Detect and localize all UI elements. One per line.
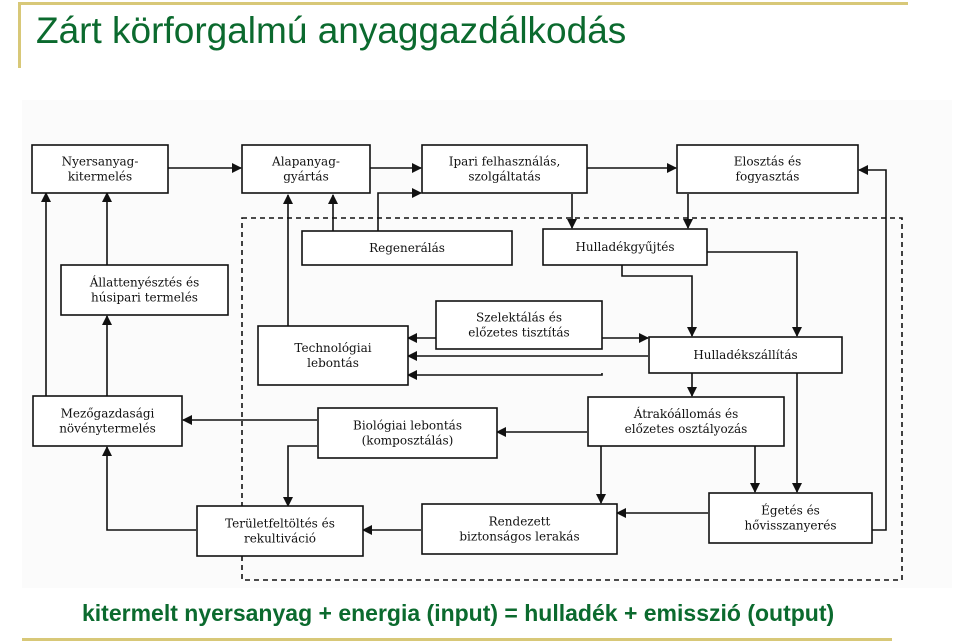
- node-label: Biológiai lebontás: [353, 419, 462, 433]
- node-hulladekszallitas: Hulladékszállítás: [648, 336, 843, 374]
- node-label: gyártás: [283, 170, 329, 184]
- node-label: Átrakóállomás és: [633, 406, 738, 421]
- node-box: [587, 396, 785, 447]
- node-box: [317, 407, 498, 459]
- footer-accent-line: [22, 638, 892, 641]
- nodes: Nyersanyag-kitermelés Alapanyag-gyártás Ip…: [31, 144, 873, 557]
- node-label: előzetes tisztítás: [468, 326, 569, 340]
- node-label: Regenerálás: [369, 241, 445, 255]
- node-label: Elosztás és: [734, 155, 802, 169]
- node-box: [301, 230, 513, 266]
- node-box: [421, 144, 588, 194]
- title-accent-line: [18, 2, 908, 5]
- arrow-terulet-mezogazdasagi: [102, 446, 196, 531]
- node-biologiai: Biológiai lebontás(komposztálás): [317, 407, 498, 459]
- balance-equation: kitermelt nyersanyag + energia (input) =…: [82, 600, 835, 626]
- arrow-gyujtes-szallitas-2: [707, 251, 802, 337]
- arrow-szallitas-technologiai-b: [407, 370, 603, 380]
- node-label: Égetés és: [761, 503, 820, 518]
- node-label: előzetes osztályozás: [625, 422, 748, 436]
- connectors: [41, 163, 887, 535]
- node-label: fogyasztás: [736, 170, 800, 184]
- node-label: Hulladékszállítás: [693, 348, 797, 362]
- node-box: [32, 395, 183, 447]
- arrow-biologiai-terulet: [283, 445, 317, 507]
- node-label: kitermelés: [68, 170, 132, 184]
- node-box: [31, 144, 169, 194]
- node-label: (komposztálás): [362, 434, 454, 448]
- node-box: [435, 300, 603, 350]
- node-label: hővisszanyerés: [745, 519, 837, 533]
- node-box: [542, 228, 708, 266]
- node-nyersanyag: Nyersanyag-kitermelés: [31, 144, 169, 194]
- node-label: biztonságos lerakás: [459, 530, 579, 544]
- node-hulladekgyujtes: Hulladékgyűjtés: [542, 228, 708, 266]
- system-boundary: [241, 217, 903, 581]
- node-box: [421, 503, 618, 555]
- node-box: [241, 144, 371, 194]
- node-label: szolgáltatás: [468, 170, 540, 184]
- node-alapanyag: Alapanyag-gyártás: [241, 144, 371, 194]
- node-box: [648, 336, 843, 374]
- node-label: Rendezett: [489, 515, 551, 529]
- node-label: Hulladékgyűjtés: [575, 240, 674, 254]
- node-box: [708, 492, 873, 544]
- node-label: Mezőgazdasági: [61, 407, 155, 421]
- node-label: Ipari felhasználás,: [449, 155, 561, 169]
- node-box: [257, 325, 409, 386]
- node-label: Állattenyésztés és: [89, 275, 200, 290]
- node-ipari: Ipari felhasználás,szolgáltatás: [421, 144, 588, 194]
- node-label: Területfeltöltés és: [225, 517, 335, 531]
- node-box: [676, 144, 859, 194]
- node-label: Alapanyag-: [271, 155, 340, 169]
- node-label: húsipari termelés: [91, 291, 198, 305]
- slide-title: Zárt körforgalmú anyaggazdálkodás: [36, 10, 627, 51]
- arrow-szelektalas-technologiai: [407, 325, 438, 343]
- node-box: [196, 505, 364, 557]
- node-box: [60, 264, 229, 316]
- node-label: Technológiai: [294, 341, 371, 355]
- node-label: lebontás: [307, 356, 359, 370]
- arrow-egetes-elosztas: [858, 165, 887, 531]
- arrow-gyujtes-szallitas-1: [621, 265, 697, 337]
- title-accent-bar: [18, 2, 21, 68]
- node-label: rekultiváció: [244, 532, 316, 546]
- node-regeneralas: Regenerálás: [301, 230, 513, 266]
- node-label: Nyersanyag-: [62, 155, 139, 169]
- arrow-regeneralas-ipari: [377, 188, 422, 232]
- node-label: növénytermelés: [59, 422, 156, 436]
- node-label: Szelektálás és: [476, 311, 562, 325]
